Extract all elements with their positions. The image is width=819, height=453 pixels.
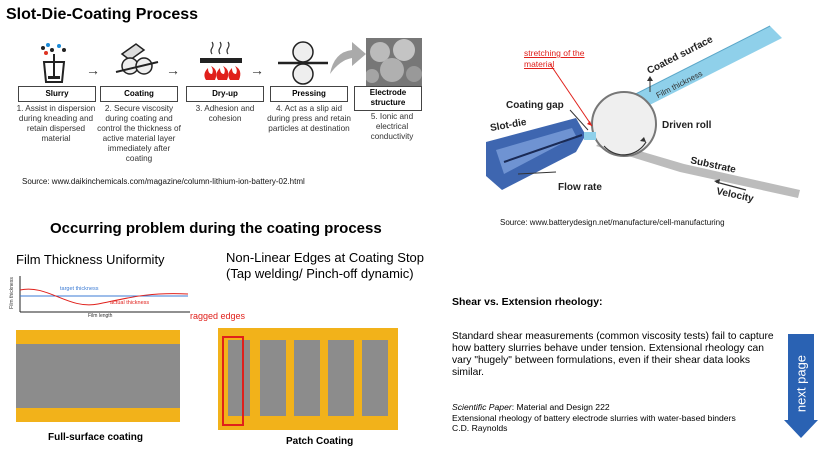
- step-description: 4. Act as a slip aid during press and re…: [267, 104, 351, 133]
- rheology-body: Standard shear measurements (common visc…: [452, 331, 774, 378]
- source-right: Source: www.batterydesign.net/manufactur…: [500, 218, 725, 227]
- step-label: Electrode structure: [354, 86, 422, 111]
- source-left: Source: www.daikinchemicals.com/magazine…: [22, 177, 305, 186]
- flow-rate-label: Flow rate: [558, 182, 602, 193]
- target-thickness-label: target thickness: [60, 286, 99, 292]
- paper-title: Extensional rheology of battery electrod…: [452, 412, 736, 423]
- next-page-button[interactable]: next page: [784, 334, 818, 438]
- graph-ylabel: Film thickness: [8, 277, 15, 309]
- step-label: Coating: [100, 86, 178, 102]
- paper-journal-line: Scientific Paper: Material and Design 22…: [452, 402, 778, 413]
- driven-roll-label: Driven roll: [662, 120, 712, 131]
- dry-up-icon: [196, 38, 242, 84]
- step-arrow-icon: →: [86, 62, 100, 78]
- nonlinear-heading: Non-Linear Edges at Coating Stop (Tap we…: [226, 250, 424, 282]
- step-description: 2. Secure viscosity during coating and c…: [97, 104, 181, 163]
- step-description: 5. Ionic and electrical conductivity: [370, 112, 414, 141]
- step-label: Dry-up: [186, 86, 264, 102]
- rheology-heading: Shear vs. Extension rheology:: [452, 296, 603, 308]
- nonlinear-heading-line1: Non-Linear Edges at Coating Stop: [226, 250, 425, 265]
- paper-journal: : Material and Design 222: [511, 402, 610, 412]
- slot-die-diagram: stretching of the material Coating gap S…: [484, 14, 802, 214]
- uniformity-heading: Film Thickness Uniformity: [16, 252, 165, 267]
- page-title: Slot-Die-Coating Process: [6, 6, 199, 23]
- nonlinear-heading-line2: (Tap welding/ Pinch-off dynamic): [226, 266, 414, 281]
- paper-label: Scientific Paper: [452, 402, 512, 412]
- next-page-label: next page: [793, 354, 809, 413]
- graph-xlabel: Film length: [88, 313, 113, 319]
- paper-author: C.D. Raynolds: [452, 423, 508, 433]
- grey-arrow-icon: [326, 38, 368, 83]
- slurry-icon: [34, 40, 80, 86]
- coating-gap-label: Coating gap: [506, 100, 564, 111]
- step-description: 3. Adhesion and cohesion: [195, 104, 255, 123]
- step-label: Slurry: [18, 86, 96, 102]
- patch-coating-caption: Patch Coating: [286, 436, 354, 447]
- step-label: Pressing: [270, 86, 348, 102]
- electrode-micrograph-icon: [365, 38, 422, 86]
- patch-coating-figure: [218, 328, 398, 430]
- ragged-edge-highlight: [222, 336, 244, 426]
- full-surface-caption: Full-surface coating: [48, 432, 144, 443]
- thickness-graph: target thickness actual thickness Film t…: [8, 274, 194, 320]
- paper-reference: Scientific Paper: Material and Design 22…: [452, 402, 778, 434]
- step-arrow-icon: →: [166, 62, 180, 78]
- full-surface-coating-figure: [16, 330, 180, 422]
- problem-heading: Occurring problem during the coating pro…: [50, 220, 382, 237]
- step-description: 1. Assist in dispersion during kneading …: [16, 104, 96, 143]
- step-arrow-icon: →: [250, 62, 264, 78]
- pressing-icon: [278, 40, 328, 86]
- stretch-label: stretching of the material: [524, 48, 585, 69]
- actual-thickness-label: actual thickness: [110, 300, 150, 306]
- ragged-edges-label: ragged edges: [190, 311, 246, 321]
- coating-icon: [114, 40, 160, 86]
